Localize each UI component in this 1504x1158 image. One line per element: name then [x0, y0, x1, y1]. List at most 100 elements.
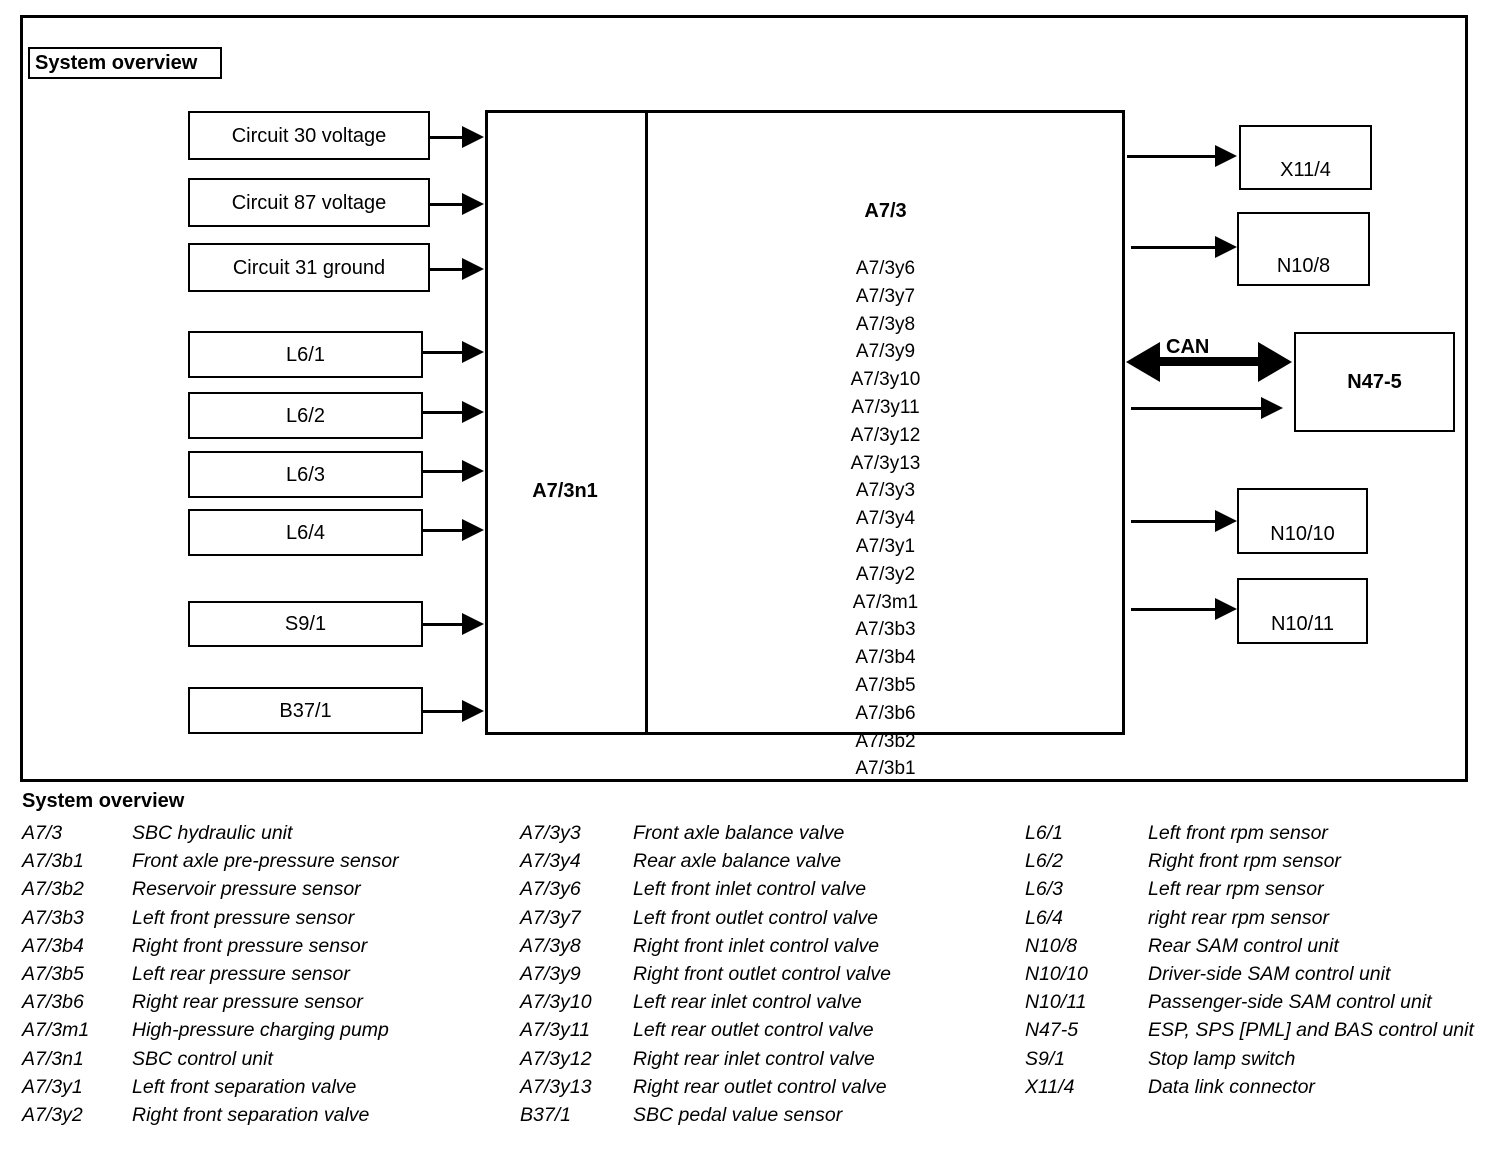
legend-desc: right rear rpm sensor: [1148, 906, 1329, 929]
legend-code: N10/11: [1025, 991, 1087, 1014]
legend-desc: Reservoir pressure sensor: [132, 878, 361, 901]
sbc-hydraulic-unit-box[interactable]: [485, 110, 1125, 735]
legend-row: A7/3b1 Front axle pre-pressure sensor: [22, 847, 512, 875]
input-box-label: Circuit 31 ground: [232, 256, 386, 279]
legend-desc: Left rear pressure sensor: [132, 963, 350, 986]
output-box-n10-11[interactable]: N10/11: [1237, 578, 1368, 644]
legend-code: A7/3b1: [22, 850, 84, 873]
legend-row: A7/3b5 Left rear pressure sensor: [22, 960, 512, 988]
arrow-right-icon: [462, 258, 484, 280]
legend-desc: SBC pedal value sensor: [633, 1104, 843, 1127]
legend-row: S9/1 Stop lamp switch: [1025, 1045, 1490, 1073]
component-item: A7/3y1: [855, 535, 916, 557]
legend-row: A7/3y7 Left front outlet control valve: [520, 904, 1020, 932]
component-item: A7/3y12: [850, 424, 921, 446]
legend-code: L6/4: [1025, 906, 1063, 929]
arrow-right-icon: [462, 193, 484, 215]
legend-desc: Right rear outlet control valve: [633, 1075, 887, 1098]
component-item: A7/3y3: [855, 480, 916, 502]
input-box-l6-4[interactable]: L6/4: [188, 509, 423, 556]
component-item: A7/3y6: [855, 258, 916, 279]
output-box-n47-5[interactable]: N47-5: [1294, 332, 1455, 432]
legend-desc: High-pressure charging pump: [132, 1019, 389, 1042]
legend-code: S9/1: [1025, 1047, 1066, 1070]
output-box-n10-8[interactable]: N10/8: [1237, 212, 1370, 286]
legend-desc: Right front pressure sensor: [132, 934, 368, 957]
legend-row: X11/4 Data link connector: [1025, 1073, 1490, 1101]
legend-column-2: A7/3y3 Front axle balance valve A7/3y4 R…: [520, 819, 1020, 1129]
component-item: A7/3y2: [855, 563, 916, 585]
legend-code: A7/3m1: [22, 1019, 90, 1042]
component-item: A7/3y11: [851, 396, 920, 418]
input-box-b37-1[interactable]: B37/1: [188, 687, 423, 734]
component-item: A7/3y7: [855, 285, 916, 307]
legend-desc: Left front inlet control valve: [633, 878, 867, 901]
legend-desc: Right rear inlet control valve: [633, 1047, 875, 1070]
input-box-s9-1[interactable]: S9/1: [188, 601, 423, 647]
arrow-right-icon: [462, 460, 484, 482]
legend-code: A7/3y6: [520, 878, 581, 901]
legend-desc: Front axle pre-pressure sensor: [132, 850, 399, 873]
legend-row: A7/3b4 Right front pressure sensor: [22, 932, 512, 960]
output-box-label: N10/10: [1270, 523, 1335, 545]
input-box-circuit-31[interactable]: Circuit 31 ground: [188, 243, 430, 292]
connector-line: [423, 623, 465, 626]
arrow-right-icon: [1215, 145, 1237, 167]
input-box-label: L6/2: [286, 404, 325, 427]
legend-heading: System overview: [22, 790, 185, 812]
output-box-label: N47-5: [1347, 371, 1402, 393]
legend-row: A7/3y10 Left rear inlet control valve: [520, 988, 1020, 1016]
legend-desc: Right front rpm sensor: [1148, 850, 1341, 873]
legend-row: A7/3b2 Reservoir pressure sensor: [22, 875, 512, 903]
legend-row: A7/3m1 High-pressure charging pump: [22, 1016, 512, 1044]
output-box-n10-10[interactable]: N10/10: [1237, 488, 1368, 554]
legend-code: A7/3y9: [520, 963, 581, 986]
legend-row: L6/1 Left front rpm sensor: [1025, 819, 1490, 847]
legend-desc: Left rear outlet control valve: [633, 1019, 874, 1042]
legend-desc: Left front separation valve: [132, 1075, 357, 1098]
input-box-circuit-30[interactable]: Circuit 30 voltage: [188, 111, 430, 160]
connector-line: [430, 136, 465, 139]
legend-code: L6/3: [1025, 878, 1063, 901]
legend-row: A7/3y11 Left rear outlet control valve: [520, 1016, 1020, 1044]
output-box-x11-4[interactable]: X11/4: [1239, 125, 1372, 190]
legend-desc: ESP, SPS [PML] and BAS control unit: [1148, 1019, 1474, 1042]
legend-desc: SBC hydraulic unit: [132, 822, 293, 844]
legend-row: B37/1 SBC pedal value sensor: [520, 1101, 1020, 1129]
legend-row: L6/4 right rear rpm sensor: [1025, 904, 1490, 932]
input-box-l6-2[interactable]: L6/2: [188, 392, 423, 439]
legend-row: A7/3y3 Front axle balance valve: [520, 819, 1020, 847]
legend-row: N10/10 Driver-side SAM control unit: [1025, 960, 1490, 988]
input-box-label: L6/1: [286, 343, 325, 366]
arrow-right-icon: [462, 126, 484, 148]
input-box-circuit-87[interactable]: Circuit 87 voltage: [188, 178, 430, 227]
input-box-l6-3[interactable]: L6/3: [188, 451, 423, 498]
legend-code: N10/8: [1025, 934, 1078, 957]
legend-desc: Right rear pressure sensor: [132, 991, 363, 1014]
legend-code: A7/3b3: [22, 906, 84, 929]
input-box-label: B37/1: [279, 699, 332, 722]
connector-line: [423, 710, 465, 713]
legend-code: A7/3b6: [22, 991, 84, 1014]
component-item: A7/3y8: [855, 313, 916, 335]
input-box-l6-1[interactable]: L6/1: [188, 331, 423, 378]
legend-row: N10/8 Rear SAM control unit: [1025, 932, 1490, 960]
connector-line: [1131, 520, 1232, 523]
legend-code: A7/3y10: [520, 991, 592, 1014]
legend-row: L6/3 Left rear rpm sensor: [1025, 875, 1490, 903]
legend-desc: Driver-side SAM control unit: [1148, 963, 1391, 986]
connector-line: [430, 268, 465, 271]
legend-code: A7/3y3: [520, 822, 581, 844]
legend-code: A7/3y4: [520, 850, 581, 873]
legend-desc: Rear SAM control unit: [1148, 934, 1339, 957]
legend-row: A7/3y6 Left front inlet control valve: [520, 875, 1020, 903]
legend-desc: Right front outlet control valve: [633, 963, 891, 986]
component-item: A7/3b3: [855, 619, 916, 641]
input-box-label: S9/1: [284, 613, 327, 635]
legend-row: A7/3b3 Left front pressure sensor: [22, 904, 512, 932]
legend-row: L6/2 Right front rpm sensor: [1025, 847, 1490, 875]
legend-desc: Passenger-side SAM control unit: [1148, 991, 1432, 1014]
arrow-right-icon: [462, 341, 484, 363]
legend-row: A7/3y8 Right front inlet control valve: [520, 932, 1020, 960]
